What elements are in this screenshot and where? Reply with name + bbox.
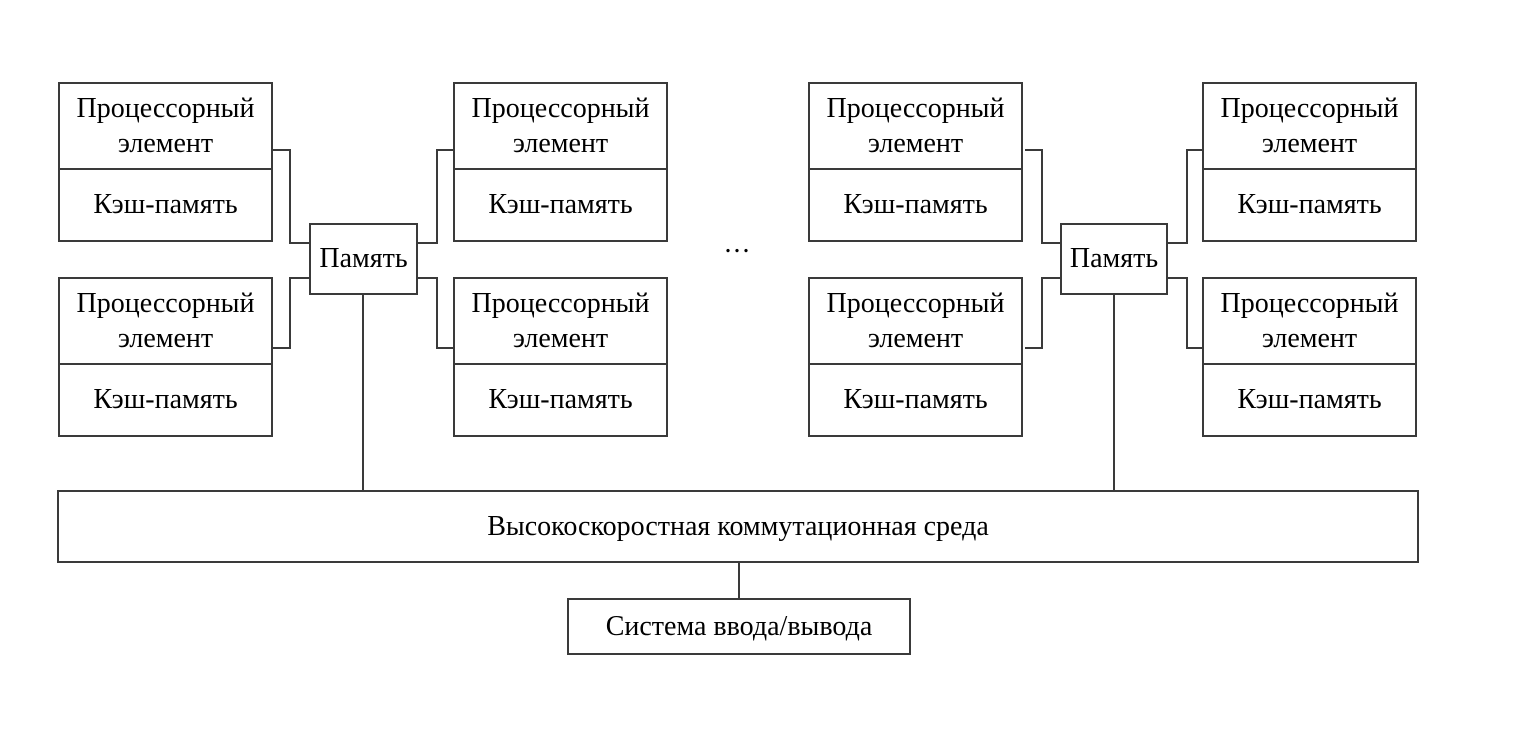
connector-line <box>1041 277 1062 279</box>
connector-line <box>362 293 364 490</box>
cache-memory-label: Кэш-память <box>488 384 633 415</box>
processor-element-label: Процессорный элемент <box>1204 279 1415 365</box>
cache-memory-label: Кэш-память <box>843 189 988 220</box>
cache-memory-label: Кэш-память <box>488 189 633 220</box>
connector-line <box>1025 149 1043 151</box>
connector-line <box>416 277 438 279</box>
processor-element-box: Процессорный элемент Кэш-память <box>453 82 668 242</box>
connector-line <box>436 149 455 151</box>
connector-line <box>289 242 309 244</box>
processor-element-label: Процессорный элемент <box>60 84 271 170</box>
connector-line <box>436 347 455 349</box>
connector-line <box>738 561 740 600</box>
cache-memory-label: Кэш-память <box>843 384 988 415</box>
connector-line <box>1041 149 1043 244</box>
processor-element-box: Процессорный элемент Кэш-память <box>808 277 1023 437</box>
connector-line <box>273 347 291 349</box>
processor-element-box: Процессорный элемент Кэш-память <box>1202 277 1417 437</box>
connector-line <box>289 277 309 279</box>
processor-element-label: Процессорный элемент <box>60 279 271 365</box>
connector-line <box>1041 277 1043 349</box>
ellipsis-label: ... <box>724 228 752 259</box>
connector-line <box>416 242 438 244</box>
connector-line <box>1186 347 1204 349</box>
connector-line <box>1025 347 1043 349</box>
processor-element-label: Процессорный элемент <box>810 84 1021 170</box>
processor-element-box: Процессорный элемент Кэш-память <box>808 82 1023 242</box>
connector-line <box>436 277 438 349</box>
cache-memory-label: Кэш-память <box>93 189 238 220</box>
processor-element-box: Процессорный элемент Кэш-память <box>58 277 273 437</box>
connector-line <box>436 149 438 244</box>
connector-line <box>1186 277 1188 349</box>
cache-memory-label: Кэш-память <box>93 384 238 415</box>
processor-element-box: Процессорный элемент Кэш-память <box>1202 82 1417 242</box>
connector-line <box>1113 293 1115 490</box>
processor-element-box: Процессорный элемент Кэш-память <box>58 82 273 242</box>
connector-line <box>1166 277 1188 279</box>
connector-line <box>289 149 291 244</box>
connector-line <box>1166 242 1188 244</box>
connector-line <box>1186 149 1204 151</box>
interconnect-bar: Высокоскоростная коммутационная среда <box>57 490 1419 563</box>
processor-element-label: Процессорный элемент <box>810 279 1021 365</box>
memory-box: Память <box>1060 223 1168 295</box>
processor-element-label: Процессорный элемент <box>455 279 666 365</box>
processor-element-box: Процессорный элемент Кэш-память <box>453 277 668 437</box>
cache-memory-label: Кэш-память <box>1237 384 1382 415</box>
cache-memory-label: Кэш-память <box>1237 189 1382 220</box>
connector-line <box>1041 242 1062 244</box>
processor-element-label: Процессорный элемент <box>1204 84 1415 170</box>
connector-line <box>273 149 291 151</box>
io-system-box: Система ввода/вывода <box>567 598 911 655</box>
connector-line <box>1186 149 1188 244</box>
processor-element-label: Процессорный элемент <box>455 84 666 170</box>
memory-box: Память <box>309 223 418 295</box>
connector-line <box>289 277 291 349</box>
